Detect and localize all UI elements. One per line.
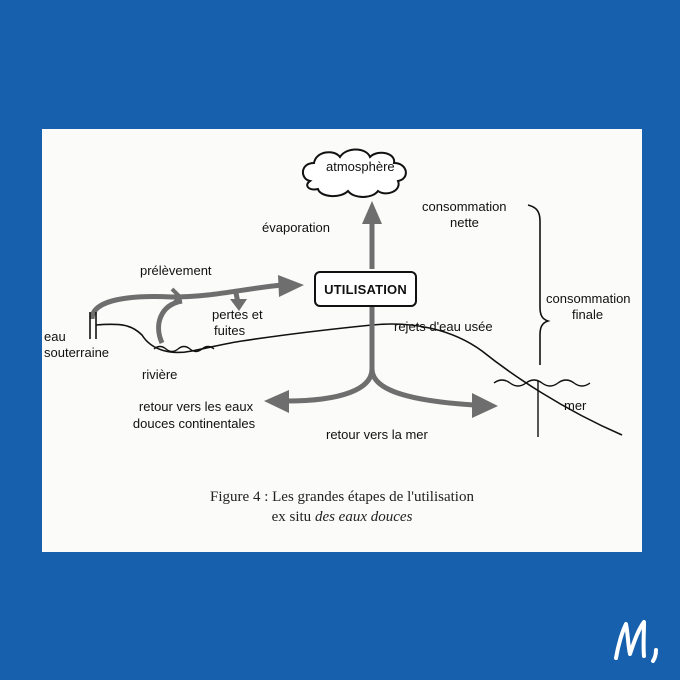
- retour-mer-label: retour vers la mer: [326, 427, 428, 442]
- rejets-label: rejets d'eau usée: [394, 319, 493, 334]
- eau-label-line2: souterraine: [44, 345, 110, 360]
- figure-card: atmosphère évaporation prélèvement UTILI…: [42, 129, 642, 552]
- figure-caption-line1: Figure 4 : Les grandes étapes de l'utili…: [210, 489, 474, 505]
- mer-label: mer: [564, 398, 587, 413]
- script-m-logo-icon: [614, 620, 658, 663]
- retour-continent-arrow: [285, 368, 375, 404]
- cloud-icon: [302, 148, 407, 198]
- terrain-line: [95, 323, 623, 436]
- riviere-label: rivière: [142, 367, 178, 382]
- pertes-label-line2: fuites: [214, 323, 246, 338]
- river-withdrawal-arrow: [156, 298, 183, 345]
- atmosphere-label: atmosphère: [326, 159, 395, 174]
- conso-nette-label-line2: nette: [450, 215, 479, 230]
- brace-nette: [527, 204, 551, 365]
- river-waves: [153, 345, 215, 353]
- retour-mer-arrow: [369, 368, 475, 408]
- pertes-label-line1: pertes et: [212, 307, 263, 322]
- eau-label-line1: eau: [44, 329, 66, 344]
- caption-italic: des eaux douces: [311, 509, 413, 525]
- caption-upright: ex situ: [271, 509, 312, 525]
- retour-continent-label-line1: retour vers les eaux: [138, 399, 254, 414]
- conso-finale-label-line2: finale: [572, 307, 604, 322]
- evaporation-label: évaporation: [262, 220, 330, 235]
- diagram-drawing: [89, 148, 623, 437]
- utilisation-box: UTILISATION: [314, 271, 417, 307]
- prelevement-label: prélèvement: [140, 263, 212, 278]
- prelevement-arrow: [89, 282, 283, 320]
- conso-finale-label-line1: consommation: [546, 291, 631, 306]
- well-marker: [89, 312, 97, 339]
- sea-line: [493, 379, 591, 387]
- figure-caption-line2: ex situ des eaux douces: [42, 507, 642, 527]
- conso-nette-label-line1: consommation: [422, 199, 507, 214]
- retour-continent-label-line2: douces continentales: [132, 416, 256, 431]
